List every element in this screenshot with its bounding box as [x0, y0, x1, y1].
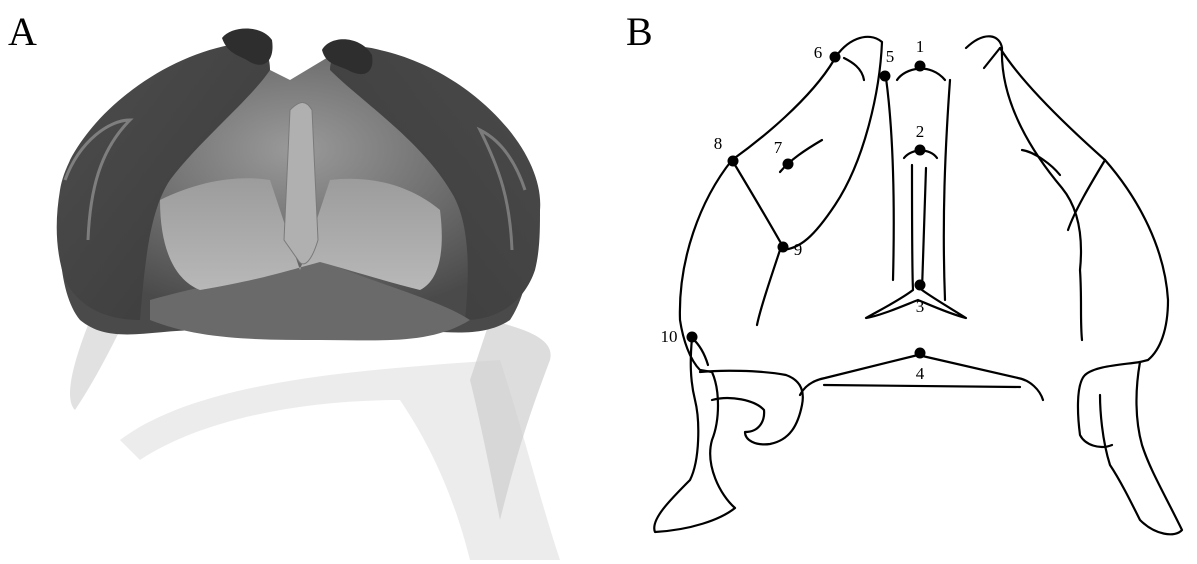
landmark-10-dot [687, 332, 698, 343]
specimen-photograph [0, 0, 600, 564]
landmark-2-dot [915, 145, 926, 156]
landmark-1-dot [915, 61, 926, 72]
left-inner-line [732, 160, 782, 245]
left-top-notch [844, 58, 864, 80]
landmark-1-label: 1 [916, 37, 925, 56]
landmark-6-label: 6 [814, 43, 823, 62]
landmark-9-label: 9 [794, 240, 803, 259]
right-inner-line [1068, 160, 1105, 230]
landmark-4-label: 4 [916, 364, 925, 383]
right-outline [966, 36, 1182, 534]
central-column-right [944, 80, 950, 300]
landmark-9-dot [778, 242, 789, 253]
landmark-7-label: 7 [774, 138, 783, 157]
right-appendage [1078, 362, 1140, 447]
landmark-8-label: 8 [714, 134, 723, 153]
landmark-2-label: 2 [916, 122, 925, 141]
landmark-3-label: 3 [916, 297, 925, 316]
landmark-3-dot [915, 280, 926, 291]
landmark-6-dot [830, 52, 841, 63]
central-process [284, 103, 318, 264]
landmark-5-label: 5 [886, 47, 895, 66]
landmark-8-dot [728, 156, 739, 167]
landmark-10-label: 10 [661, 327, 678, 346]
landmark-4-dot [915, 348, 926, 359]
left-outline [654, 37, 882, 532]
landmark-7-dot [783, 159, 794, 170]
landmark-5-dot [880, 71, 891, 82]
landmark-diagram: 1 2 3 4 5 6 7 8 9 10 [600, 0, 1197, 564]
central-column-left [886, 78, 894, 280]
bottom-bar [824, 385, 1020, 387]
y-structure [866, 165, 966, 318]
right-notch [984, 48, 1000, 68]
